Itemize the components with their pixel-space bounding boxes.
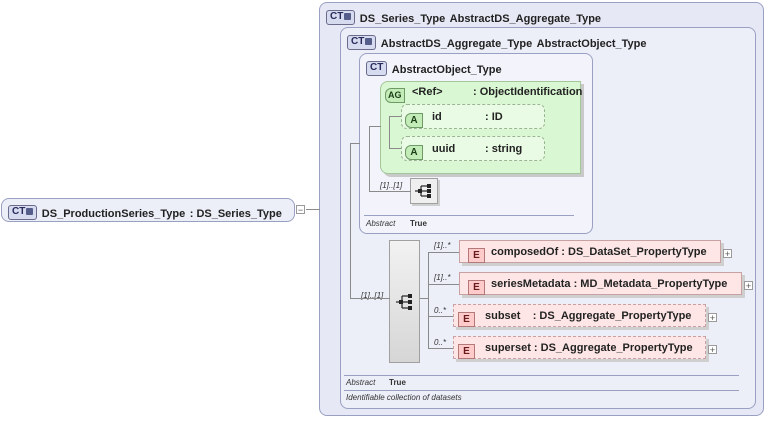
root-type-name: DS_ProductionSeries_Type xyxy=(41,208,186,220)
aggregate-abstract-value: True xyxy=(389,378,406,387)
object-abstract-value: True xyxy=(410,219,427,228)
attribute-type: : ID xyxy=(485,111,503,123)
aggregate-type-name: AbstractDS_Aggregate_Type xyxy=(380,38,533,50)
expand-button[interactable]: + xyxy=(708,313,717,323)
complex-type-icon: CT xyxy=(366,61,388,77)
element-name: superset xyxy=(485,342,531,354)
object-type-name: AbstractObject_Type xyxy=(391,64,502,76)
element-icon: E xyxy=(458,344,475,359)
element-icon: E xyxy=(468,280,485,295)
root-type-base: DS_Series_Type xyxy=(196,208,282,220)
aggregate-abstract-label: Abstract xyxy=(346,378,376,387)
attribute-name: uuid xyxy=(432,143,456,155)
documentation-text: Identifiable collection of datasets xyxy=(346,393,462,402)
attribute-group-type: : ObjectIdentification xyxy=(473,86,583,98)
element-type: : DS_DataSet_PropertyType xyxy=(561,246,707,258)
element-name: seriesMetadata xyxy=(491,278,571,290)
collapse-button[interactable]: − xyxy=(296,205,305,215)
attribute-type: : string xyxy=(485,143,523,155)
expand-button[interactable]: + xyxy=(723,249,732,259)
expand-button[interactable]: + xyxy=(708,345,717,355)
series-type-header: CT DS_Series_Type AbstractDS_Aggregate_T… xyxy=(326,9,601,27)
attribute-icon: A xyxy=(405,145,423,160)
attribute-icon: A xyxy=(405,113,423,128)
aggregate-type-header: CT AbstractDS_Aggregate_Type AbstractObj… xyxy=(347,34,646,52)
attribute-id[interactable]: A id : ID xyxy=(401,104,545,129)
element-seriesmetadata[interactable]: E seriesMetadata : MD_Metadata_PropertyT… xyxy=(459,272,742,295)
sequence-icon xyxy=(415,184,431,198)
expand-button[interactable]: + xyxy=(744,281,753,291)
aggregate-type-base: AbstractObject_Type xyxy=(536,38,647,50)
element-cardinality: 0..* xyxy=(434,306,447,315)
attribute-group-icon: AG xyxy=(385,88,405,103)
complex-type-icon: CT xyxy=(8,205,38,221)
series-type-name: DS_Series_Type xyxy=(359,13,446,25)
object-abstract-label: Abstract xyxy=(366,219,396,228)
root-type-box[interactable]: CT DS_ProductionSeries_Type : DS_Series_… xyxy=(1,198,295,222)
element-superset[interactable]: E superset : DS_Aggregate_PropertyType xyxy=(453,336,706,359)
element-icon: E xyxy=(468,248,485,263)
element-icon: E xyxy=(458,312,475,327)
element-cardinality: [1]..* xyxy=(434,273,451,282)
element-name: subset xyxy=(485,310,521,322)
object-sequence-compositor[interactable] xyxy=(410,178,438,204)
attribute-name: id xyxy=(432,111,442,123)
element-type: : MD_Metadata_PropertyType xyxy=(573,278,728,290)
element-type: : DS_Aggregate_PropertyType xyxy=(533,342,693,354)
element-type: : DS_Aggregate_PropertyType xyxy=(532,310,692,322)
element-name: composedOf xyxy=(491,246,559,258)
element-subset[interactable]: E subset : DS_Aggregate_PropertyType xyxy=(453,304,706,327)
element-composedof[interactable]: E composedOf : DS_DataSet_PropertyType xyxy=(459,240,721,263)
complex-type-icon: CT xyxy=(326,10,356,26)
object-type-header: CT AbstractObject_Type xyxy=(366,60,502,78)
element-cardinality: [1]..* xyxy=(434,241,451,250)
object-sequence-cardinality: [1]..[1] xyxy=(380,181,403,190)
sequence-compositor[interactable] xyxy=(389,240,420,363)
element-cardinality: 0..* xyxy=(434,338,447,347)
attribute-group-ref: <Ref> xyxy=(412,86,443,98)
sequence-icon xyxy=(396,294,412,310)
attribute-uuid[interactable]: A uuid : string xyxy=(401,136,545,161)
sequence-cardinality: [1]..[1] xyxy=(361,291,384,300)
series-type-base: AbstractDS_Aggregate_Type xyxy=(449,13,602,25)
complex-type-icon: CT xyxy=(347,35,377,51)
